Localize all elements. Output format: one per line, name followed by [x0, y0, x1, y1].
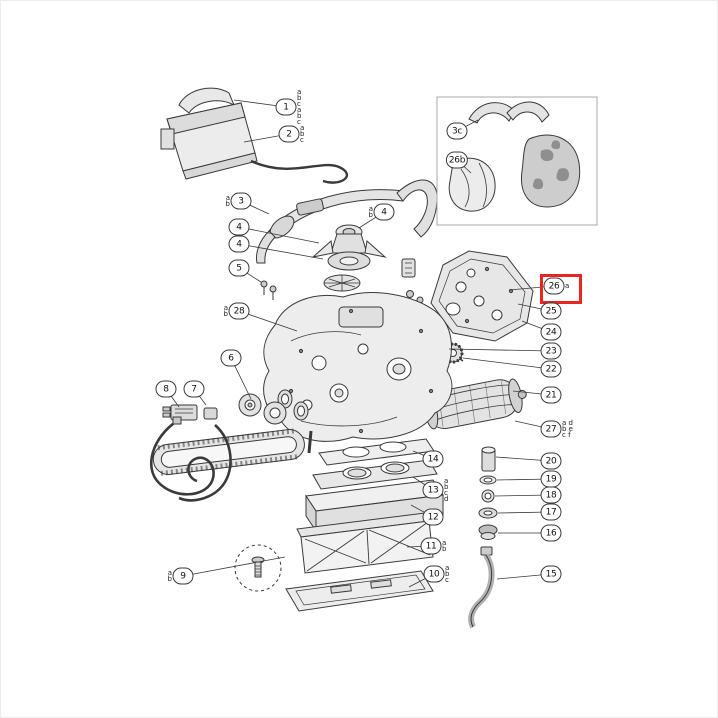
part-number: 15 — [540, 565, 562, 583]
part-number: 28 — [228, 302, 250, 320]
part-filter-container — [305, 479, 444, 533]
part-base-plate — [285, 570, 434, 612]
part-number: 16 — [540, 524, 562, 542]
part-small-parts-column — [468, 446, 498, 629]
part-number: 1 — [275, 98, 297, 116]
part-number: 2 — [278, 125, 300, 143]
part-number: 20 — [540, 452, 562, 470]
part-number: 4 — [373, 203, 395, 221]
part-number: 12 — [422, 508, 444, 526]
part-number: 19 — [540, 470, 562, 488]
part-number: 5 — [228, 259, 250, 277]
part-filter-screen — [296, 512, 434, 574]
part-number: 9 — [172, 567, 194, 585]
part-number: 18 — [540, 486, 562, 504]
part-number: 21 — [540, 386, 562, 404]
part-number: 24 — [540, 323, 562, 341]
part-number: 3 — [230, 192, 252, 210]
part-number: 17 — [540, 503, 562, 521]
part-letters: a — [565, 282, 570, 290]
part-number: 26b — [445, 151, 469, 169]
part-float-handle-unit — [160, 87, 348, 184]
part-number: 14 — [422, 450, 444, 468]
part-number: 26 — [543, 277, 565, 295]
part-side-plate — [430, 250, 534, 342]
part-handle-assembly — [256, 179, 438, 264]
highlight-box — [540, 274, 582, 304]
part-cable-assembly — [149, 404, 232, 502]
part-impeller-stack — [311, 224, 387, 292]
part-number: 4 — [228, 218, 250, 236]
part-number: 11 — [420, 537, 442, 555]
part-number: 4 — [228, 235, 250, 253]
part-number: 8 — [155, 380, 177, 398]
part-number: 23 — [540, 342, 562, 360]
part-screws — [260, 280, 277, 300]
part-filter-trays — [312, 438, 438, 490]
part-pulleys — [238, 393, 287, 425]
part-number: 13 — [422, 481, 444, 499]
part-number: 25 — [540, 302, 562, 320]
part-number: 10 — [423, 565, 445, 583]
part-number: 6 — [220, 349, 242, 367]
part-clip-screws — [401, 258, 424, 311]
part-number: 3c — [446, 122, 468, 140]
part-number: 7 — [183, 380, 205, 398]
part-number: 22 — [540, 360, 562, 378]
part-number: 27 — [540, 420, 562, 438]
